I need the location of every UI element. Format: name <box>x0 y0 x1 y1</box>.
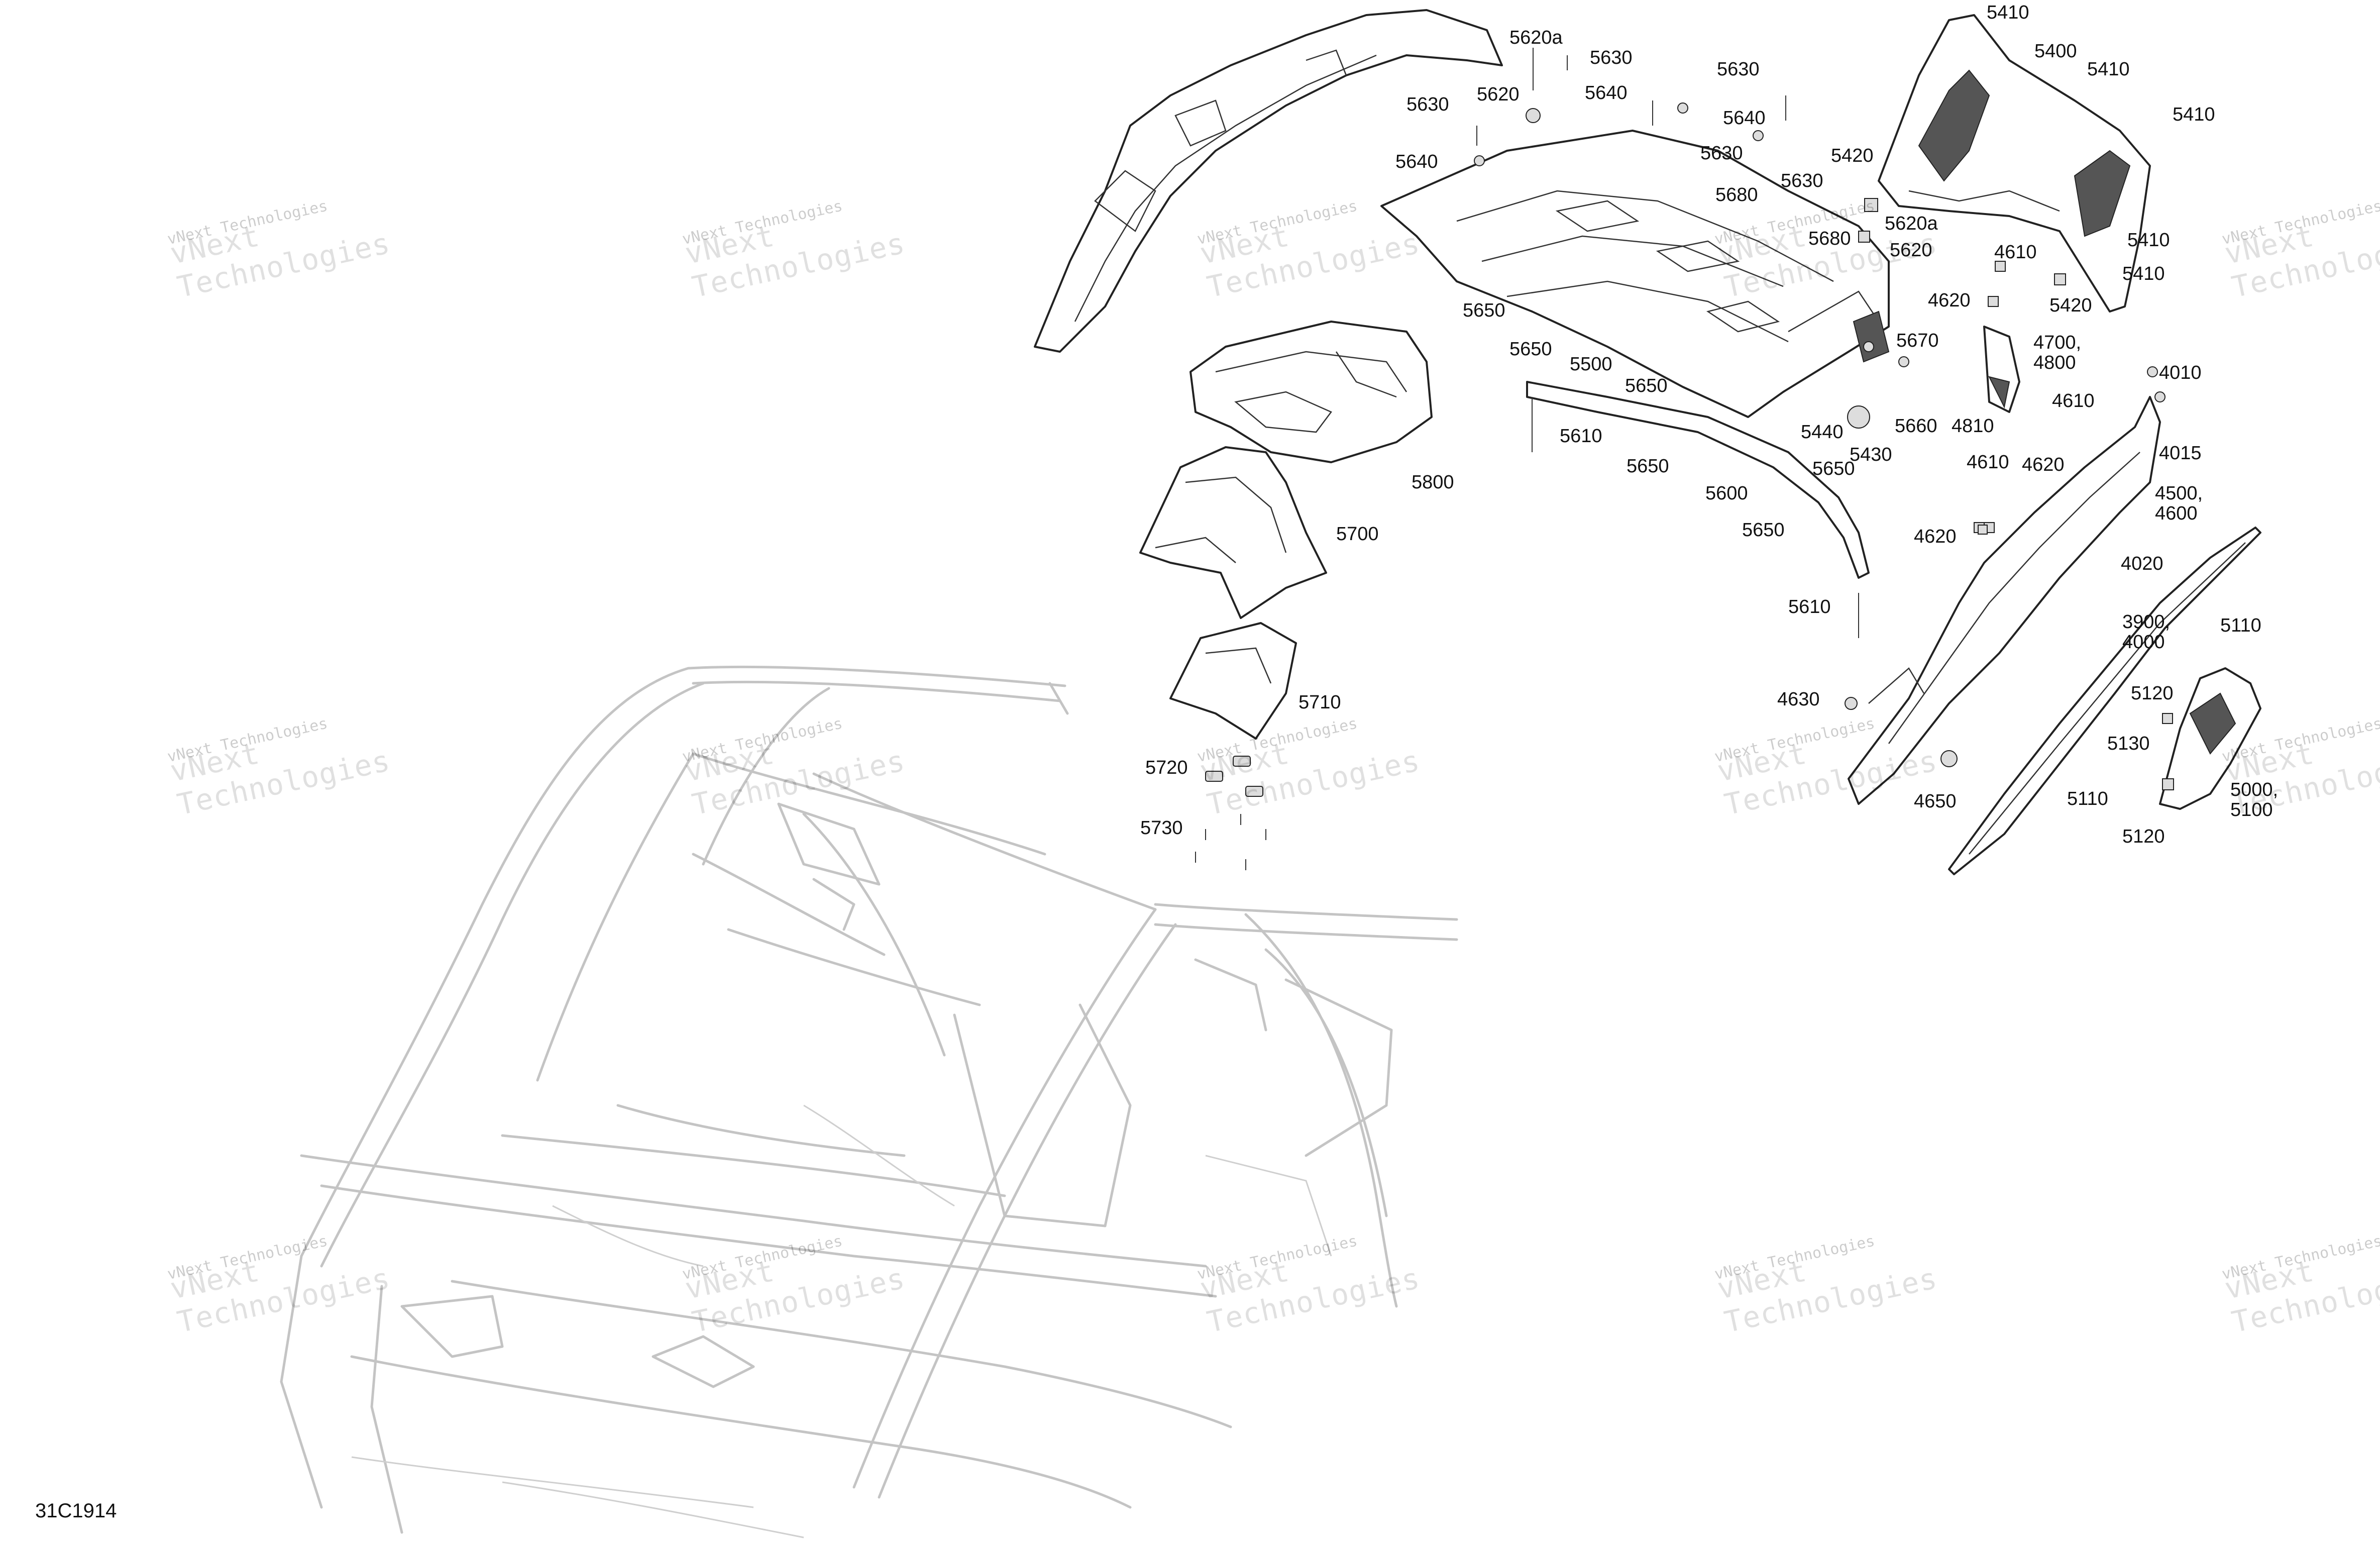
part-callout[interactable]: 5630 <box>1590 47 1633 68</box>
part-callout[interactable]: 4620 <box>1914 526 1957 547</box>
side-bracket <box>1983 326 2020 413</box>
part-callout[interactable]: 5500 <box>1570 354 1612 375</box>
part-callout[interactable]: 5650 <box>1742 520 1785 541</box>
left-fender-panel <box>1034 9 1503 353</box>
part-callout[interactable]: 5640 <box>1395 151 1438 172</box>
part-callout[interactable]: 5610 <box>1560 426 1602 447</box>
rear-crossbar-tube <box>1526 381 1870 638</box>
part-callout[interactable]: 5110 <box>2220 615 2261 636</box>
document-code: 31C1914 <box>35 1500 117 1522</box>
part-callout[interactable]: 5630 <box>1717 59 1760 80</box>
rear-cargo-floor-panel <box>1380 130 1890 418</box>
part-callout[interactable]: 4630 <box>1777 689 1820 710</box>
part-callout[interactable]: 5410 <box>2087 59 2130 80</box>
part-callout[interactable]: 4010 <box>2159 362 2202 383</box>
part-callout[interactable]: 5120 <box>2122 826 2165 847</box>
part-callout[interactable]: 5600 <box>1705 483 1748 504</box>
part-callout[interactable]: 3900, 4000 <box>2122 611 2171 653</box>
center-console-cover <box>1139 446 1327 619</box>
part-callout[interactable]: 5610 <box>1788 596 1831 617</box>
part-callout[interactable]: 5650 <box>1463 300 1505 321</box>
part-callout[interactable]: 4020 <box>2121 553 2163 574</box>
part-callout[interactable]: 4500, 4600 <box>2155 483 2203 524</box>
part-callout[interactable]: 5680 <box>1808 228 1851 249</box>
vehicle-frame-illustration <box>280 665 1458 1538</box>
side-rocker-panel <box>1848 396 2161 805</box>
rear-guard-cover <box>2159 667 2261 810</box>
part-callout[interactable]: 5650 <box>1625 375 1668 396</box>
part-callout[interactable]: 4650 <box>1914 791 1957 812</box>
lower-console-trim <box>1169 622 1297 740</box>
console-fasteners <box>1195 756 1266 870</box>
part-callout[interactable]: 5430 <box>1850 444 1892 465</box>
part-callout[interactable]: 5640 <box>1585 82 1628 104</box>
part-callout[interactable]: 5420 <box>2049 295 2092 316</box>
part-callout[interactable]: 4015 <box>2159 443 2202 464</box>
part-callout[interactable]: 5670 <box>1896 330 1939 351</box>
misc-fasteners <box>1474 48 2174 790</box>
part-callout[interactable]: 5630 <box>1781 170 1823 191</box>
part-callout[interactable]: 5000, 5100 <box>2230 779 2279 820</box>
part-callout[interactable]: 5620 <box>1477 84 1520 105</box>
part-callout[interactable]: 5650 <box>1509 339 1552 360</box>
part-callout[interactable]: 5720 <box>1145 757 1188 778</box>
part-callout[interactable]: 4610 <box>1967 452 2009 473</box>
part-callout[interactable]: 4610 <box>2052 390 2095 411</box>
part-callout[interactable]: 5410 <box>2127 230 2170 251</box>
part-callout[interactable]: 4610 <box>1994 242 2037 263</box>
part-callout[interactable]: 5630 <box>1700 143 1743 164</box>
part-callout[interactable]: 5800 <box>1412 472 1454 493</box>
part-callout[interactable]: 5650 <box>1627 456 1669 477</box>
part-callout[interactable]: 4620 <box>2022 454 2065 475</box>
part-callout[interactable]: 5410 <box>2173 104 2215 125</box>
part-callout[interactable]: 5620a <box>1509 27 1563 48</box>
part-callout[interactable]: 5700 <box>1336 524 1379 545</box>
part-callout[interactable]: 5620a <box>1885 213 1938 234</box>
part-callout[interactable]: 5400 <box>2034 41 2077 62</box>
seat-base-panel <box>1189 321 1433 463</box>
part-callout[interactable]: 4620 <box>1928 290 1971 311</box>
part-callout[interactable]: 5710 <box>1299 692 1341 713</box>
part-callout[interactable]: 5640 <box>1723 108 1766 129</box>
part-callout[interactable]: 5410 <box>1987 2 2029 23</box>
part-callout[interactable]: 4700, 4800 <box>2033 332 2082 373</box>
rear-right-fender <box>1878 14 2151 313</box>
part-callout[interactable]: 5630 <box>1407 94 1449 115</box>
part-callout[interactable]: 5620 <box>1890 240 1932 261</box>
part-callout[interactable]: 5680 <box>1715 184 1758 205</box>
part-callout[interactable]: 5440 <box>1801 422 1844 443</box>
part-callout[interactable]: 5110 <box>2067 788 2108 809</box>
part-callout[interactable]: 5130 <box>2107 733 2150 754</box>
part-callout[interactable]: 5730 <box>1140 817 1183 839</box>
part-callout[interactable]: 5420 <box>1831 145 1874 166</box>
part-callout[interactable]: 5650 <box>1812 458 1855 479</box>
part-callout[interactable]: 4810 <box>1952 416 1994 437</box>
side-skid-strip <box>1948 527 2261 875</box>
part-callout[interactable]: 5660 <box>1895 416 1937 437</box>
part-callout[interactable]: 5120 <box>2131 683 2174 704</box>
part-callout[interactable]: 5410 <box>2122 263 2165 284</box>
